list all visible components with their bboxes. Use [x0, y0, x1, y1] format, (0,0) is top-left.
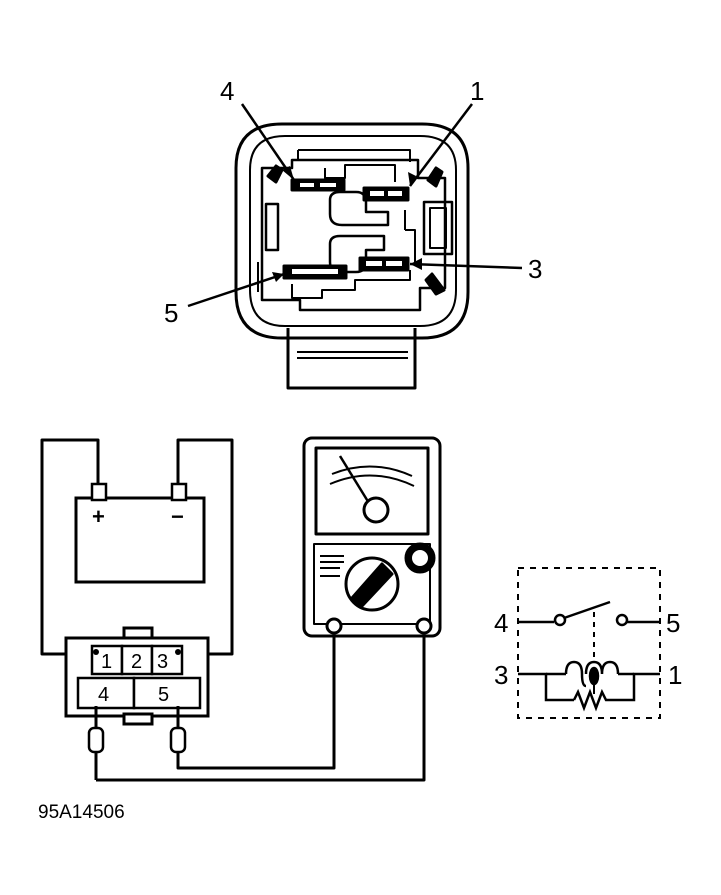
switch-contact-right	[615, 613, 629, 627]
schematic-dashed-outline	[517, 567, 661, 719]
connector-inner-housing	[260, 158, 447, 312]
connector-tab	[286, 328, 417, 390]
terminal-box-5	[132, 676, 202, 710]
battery-circuit	[40, 438, 234, 656]
callout-5: 5	[164, 298, 178, 328]
switch-blade	[563, 600, 611, 620]
battery-positive-label: +	[92, 504, 105, 529]
battery-post-positive	[90, 482, 108, 502]
probe-terminal-4	[87, 726, 105, 754]
terminal-label-5: 5	[158, 684, 169, 706]
test-leads	[94, 628, 426, 782]
terminal-label-1: 1	[101, 651, 112, 673]
meter-pivot	[362, 496, 390, 524]
battery-clip-dots	[93, 649, 181, 655]
coil	[564, 660, 620, 688]
relay-schematic	[517, 567, 661, 719]
schematic-label-1: 1	[668, 660, 682, 690]
probe-terminal-5	[169, 726, 187, 754]
probe-tips	[87, 726, 187, 754]
connector-face-view	[234, 122, 470, 390]
callout-arrowheads	[272, 166, 422, 282]
figure-id: 95A14506	[38, 802, 125, 823]
meter-needle	[338, 455, 374, 509]
terminal-label-4: 4	[98, 684, 109, 706]
callout-leaders	[187, 103, 523, 308]
resistor	[572, 688, 610, 712]
relay-terminal-block	[64, 626, 210, 726]
schematic-label-5: 5	[666, 608, 680, 638]
terminal-4	[290, 178, 346, 192]
schematic-label-4: 4	[494, 608, 508, 638]
terminal-label-2: 2	[131, 651, 142, 673]
battery: + −	[74, 482, 206, 584]
battery-negative-label: −	[171, 504, 184, 529]
callout-4: 4	[220, 76, 234, 106]
terminal-box-4	[76, 676, 136, 710]
battery-post-negative	[170, 482, 188, 502]
meter-jack-left	[325, 617, 343, 635]
connector-shell	[234, 122, 470, 340]
battery-body	[74, 496, 206, 584]
meter-jack-right	[415, 617, 433, 635]
switch-contact-left	[553, 613, 567, 627]
schematic-label-3: 3	[494, 660, 508, 690]
terminal-label-3: 3	[157, 651, 168, 673]
callout-3: 3	[528, 254, 542, 284]
callout-1: 1	[470, 76, 484, 106]
ohmmeter	[302, 436, 442, 638]
